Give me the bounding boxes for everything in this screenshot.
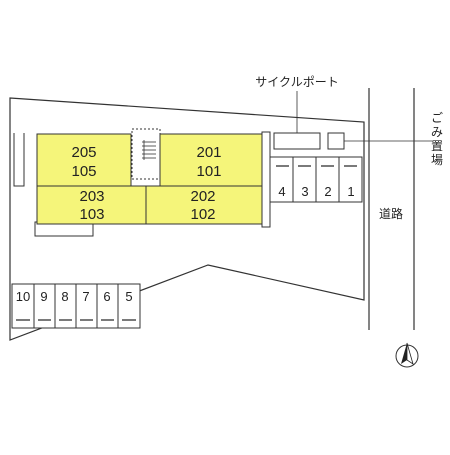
unit-lower-number: 102 [190,206,215,223]
unit-upper-number: 202 [190,188,215,205]
road-label: 道路 [379,206,403,221]
parking-number: 3 [301,184,308,199]
parking-number: 2 [324,184,331,199]
unit-202-102: 202 102 [145,185,263,225]
parking-number: 10 [16,289,30,304]
garbage-label: ご み 置 場 [431,110,443,167]
unit-205-105: 205 105 [36,133,132,187]
north-arrow-icon [395,342,419,368]
parking-number: 9 [40,289,47,304]
unit-lower-number: 105 [71,163,96,180]
parking-number: 6 [103,289,110,304]
parking-number: 4 [278,184,285,199]
unit-upper-number: 205 [71,144,96,161]
garbage-label-char: 置 [431,139,443,153]
cycle-port [273,132,321,150]
garbage-label-char: 場 [431,153,443,167]
unit-block [159,133,263,187]
building-outline-right [261,131,271,228]
unit-upper-number: 201 [196,144,221,161]
garbage-label-char: み [431,125,443,139]
unit-203-103: 203 103 [36,185,147,225]
unit-201-101: 201 101 [159,133,263,187]
garbage-label-char: ご [431,110,443,125]
unit-block [145,185,263,225]
parking-number: 7 [82,289,89,304]
cycle-port-label: サイクルポート [255,75,338,89]
parking-right: 4 3 2 1 [269,156,363,203]
unit-block [36,133,132,187]
unit-lower-number: 101 [196,163,221,180]
stairs-icon [131,128,161,180]
building-outline [13,133,25,187]
parking-number: 8 [61,289,68,304]
parking-number: 1 [347,184,354,199]
unit-lower-number: 103 [79,206,104,223]
unit-upper-number: 203 [79,188,104,205]
parking-left: 10 9 8 7 6 5 [11,283,141,329]
garbage-area [327,132,345,150]
parking-number: 5 [125,289,132,304]
